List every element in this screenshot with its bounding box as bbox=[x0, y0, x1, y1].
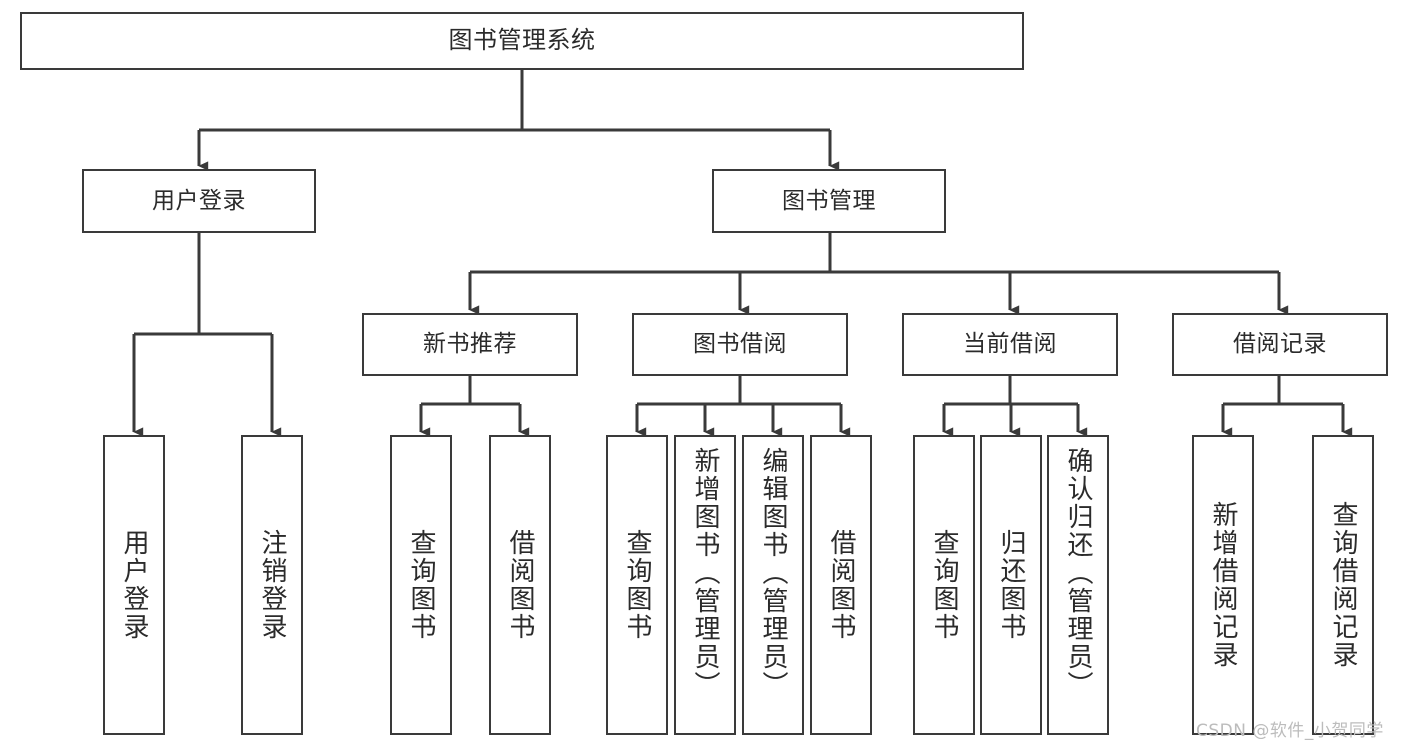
node-leaf-edit-book[interactable]: 编辑图书（管理员） bbox=[742, 435, 804, 735]
node-root-label: 图书管理系统 bbox=[448, 26, 596, 55]
node-leaf-query-book-2-label: 查询图书 bbox=[622, 529, 652, 641]
node-leaf-add-book-label: 新增图书（管理员） bbox=[690, 447, 720, 699]
node-borrow-record-label: 借阅记录 bbox=[1233, 331, 1327, 358]
node-leaf-user-login[interactable]: 用户登录 bbox=[103, 435, 165, 735]
node-leaf-borrow-book-1[interactable]: 借阅图书 bbox=[489, 435, 551, 735]
node-user-login-label: 用户登录 bbox=[152, 187, 246, 214]
node-book-management[interactable]: 图书管理 bbox=[712, 169, 946, 233]
node-leaf-return-book-label: 归还图书 bbox=[996, 529, 1026, 641]
node-leaf-query-record-label: 查询借阅记录 bbox=[1328, 501, 1358, 669]
node-leaf-query-book-1[interactable]: 查询图书 bbox=[390, 435, 452, 735]
node-current-borrow[interactable]: 当前借阅 bbox=[902, 313, 1118, 376]
node-new-book-recommend-label: 新书推荐 bbox=[423, 331, 517, 358]
node-leaf-query-record[interactable]: 查询借阅记录 bbox=[1312, 435, 1374, 735]
node-leaf-logout-login-label: 注销登录 bbox=[257, 529, 287, 641]
node-leaf-query-book-1-label: 查询图书 bbox=[406, 529, 436, 641]
node-leaf-confirm-return-label: 确认归还（管理员） bbox=[1063, 447, 1093, 699]
node-book-borrow[interactable]: 图书借阅 bbox=[632, 313, 848, 376]
node-current-borrow-label: 当前借阅 bbox=[963, 331, 1057, 358]
node-leaf-confirm-return[interactable]: 确认归还（管理员） bbox=[1047, 435, 1109, 735]
node-borrow-record[interactable]: 借阅记录 bbox=[1172, 313, 1388, 376]
node-leaf-query-book-3-label: 查询图书 bbox=[929, 529, 959, 641]
node-leaf-borrow-book-1-label: 借阅图书 bbox=[505, 529, 535, 641]
node-user-login[interactable]: 用户登录 bbox=[82, 169, 316, 233]
node-leaf-query-book-3[interactable]: 查询图书 bbox=[913, 435, 975, 735]
node-leaf-add-record-label: 新增借阅记录 bbox=[1208, 501, 1238, 669]
node-leaf-edit-book-label: 编辑图书（管理员） bbox=[758, 447, 788, 699]
node-book-management-label: 图书管理 bbox=[782, 187, 876, 214]
node-new-book-recommend[interactable]: 新书推荐 bbox=[362, 313, 578, 376]
node-leaf-query-book-2[interactable]: 查询图书 bbox=[606, 435, 668, 735]
node-leaf-logout-login[interactable]: 注销登录 bbox=[241, 435, 303, 735]
edge-group-root bbox=[132, 70, 1353, 437]
node-book-borrow-label: 图书借阅 bbox=[693, 331, 787, 358]
node-leaf-borrow-book-2[interactable]: 借阅图书 bbox=[810, 435, 872, 735]
node-leaf-add-record[interactable]: 新增借阅记录 bbox=[1192, 435, 1254, 735]
node-leaf-return-book[interactable]: 归还图书 bbox=[980, 435, 1042, 735]
node-leaf-borrow-book-2-label: 借阅图书 bbox=[826, 529, 856, 641]
node-leaf-add-book[interactable]: 新增图书（管理员） bbox=[674, 435, 736, 735]
node-root[interactable]: 图书管理系统 bbox=[20, 12, 1024, 70]
node-leaf-user-login-label: 用户登录 bbox=[119, 529, 149, 641]
